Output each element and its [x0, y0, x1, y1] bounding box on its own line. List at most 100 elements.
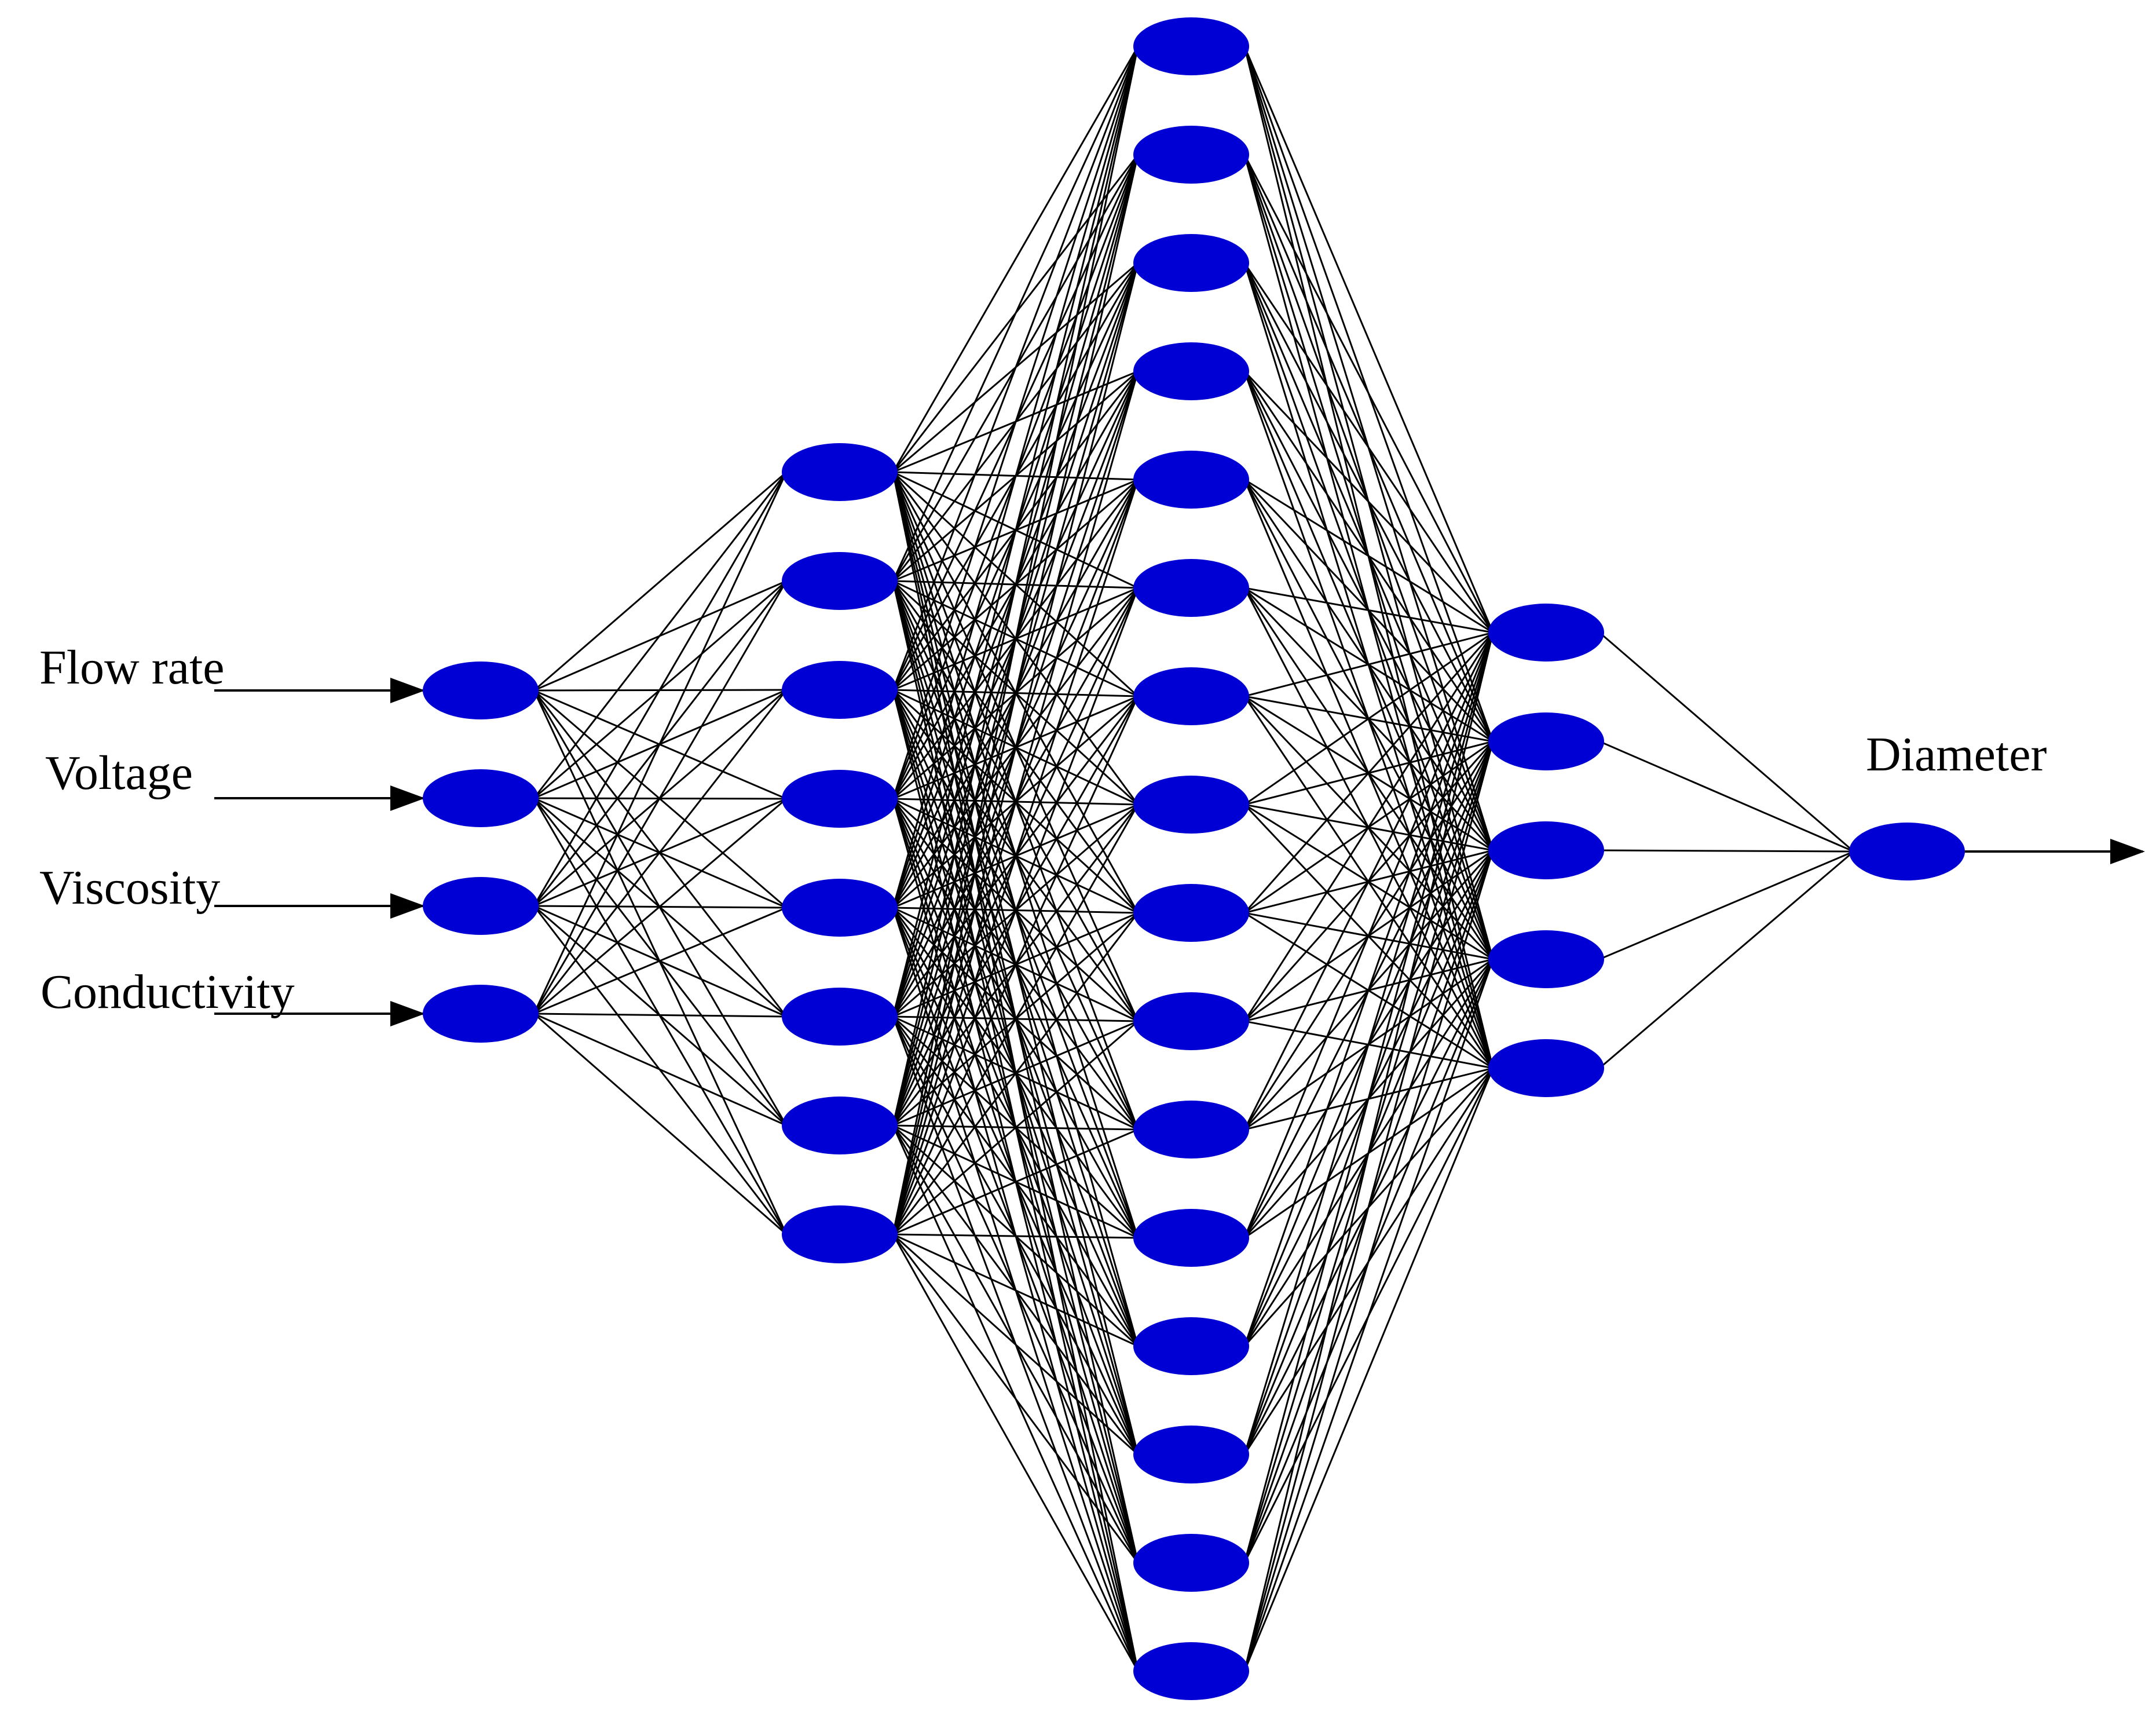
edge-l2-10-to-0 [1243, 632, 1494, 1130]
input-label-viscosity: Viscosity [39, 861, 220, 915]
edge-l0-3-to-3 [533, 798, 787, 1015]
edge-l0-0-to-0 [533, 471, 787, 692]
hidden2-node-0 [1133, 17, 1249, 75]
edge-l1-7-to-12 [892, 1233, 1139, 1347]
edge-l1-7-to-5 [892, 587, 1139, 1235]
hidden2-node-15 [1133, 1642, 1249, 1700]
io-arrows [214, 678, 2145, 1026]
edge-l2-1-to-0 [1243, 154, 1494, 633]
edge-l1-7-to-13 [892, 1233, 1139, 1456]
edge-l0-3-to-4 [533, 907, 787, 1015]
input-node-0 [423, 662, 539, 719]
edge-l1-7-to-14 [892, 1234, 1139, 1563]
edge-l1-7-to-11 [892, 1233, 1139, 1239]
edge-l1-4-to-0 [892, 46, 1139, 908]
edge-l2-5-to-0 [1244, 587, 1494, 634]
edge-l3-2-to-0 [1599, 849, 1854, 853]
hidden2-node-7 [1133, 776, 1249, 834]
edge-l0-3-to-1 [533, 580, 788, 1014]
edge-l2-6-to-0 [1244, 631, 1494, 697]
hidden2-node-13 [1133, 1426, 1249, 1483]
edge-l1-7-to-9 [892, 1020, 1139, 1236]
hidden1-node-6 [782, 1097, 898, 1154]
edge-l1-6-to-0 [892, 46, 1139, 1126]
edge-l0-2-to-0 [533, 472, 788, 907]
hidden2-node-1 [1133, 126, 1249, 184]
edge-l2-7-to-0 [1244, 631, 1494, 806]
edge-l1-2-to-0 [892, 46, 1139, 690]
hidden1-node-3 [782, 770, 898, 828]
edge-l1-3-to-0 [892, 46, 1139, 799]
edge-l1-7-to-3 [892, 371, 1139, 1235]
hidden3-node-1 [1488, 712, 1604, 770]
edge-l2-3-to-0 [1243, 370, 1494, 634]
edge-l1-7-to-6 [892, 696, 1139, 1235]
hidden3-node-3 [1488, 930, 1604, 988]
edge-l2-15-to-1 [1243, 741, 1494, 1672]
edge-l2-2-to-0 [1243, 262, 1494, 633]
hidden2-node-5 [1133, 559, 1249, 617]
hidden2-node-4 [1133, 451, 1249, 509]
edge-l1-7-to-7 [892, 804, 1139, 1235]
hidden2-node-12 [1133, 1317, 1249, 1375]
hidden2-node-11 [1133, 1209, 1249, 1267]
edge-l2-13-to-0 [1243, 632, 1494, 1455]
neuron-nodes [423, 17, 1965, 1700]
edge-l2-15-to-0 [1243, 632, 1494, 1672]
hidden2-node-6 [1133, 667, 1249, 725]
hidden2-node-3 [1133, 342, 1249, 400]
edge-l2-15-to-3 [1243, 959, 1494, 1672]
hidden1-node-5 [782, 988, 898, 1046]
edge-l0-1-to-0 [533, 472, 788, 799]
input-label-voltage: Voltage [45, 746, 193, 800]
edge-l2-0-to-0 [1243, 46, 1494, 633]
edge-l1-7-to-4 [892, 479, 1139, 1235]
hidden2-node-8 [1133, 884, 1249, 942]
edge-l0-3-to-5 [533, 1013, 787, 1018]
edge-l3-0-to-0 [1599, 631, 1854, 853]
hidden2-node-10 [1133, 1101, 1249, 1158]
edge-l1-7-to-2 [892, 262, 1139, 1235]
edge-l1-7-to-8 [892, 912, 1139, 1235]
edge-l1-7-to-10 [892, 1128, 1139, 1236]
input-node-3 [423, 985, 539, 1043]
edge-l2-12-to-0 [1243, 632, 1494, 1347]
hidden2-node-2 [1133, 234, 1249, 292]
hidden3-node-4 [1488, 1039, 1604, 1097]
hidden1-node-7 [782, 1205, 898, 1263]
hidden1-node-2 [782, 661, 898, 719]
edge-l1-7-to-0 [892, 46, 1139, 1235]
input-node-1 [423, 769, 539, 827]
edge-l3-3-to-0 [1599, 850, 1854, 960]
hidden1-node-4 [782, 879, 898, 937]
input-node-2 [423, 877, 539, 935]
hidden1-node-0 [782, 443, 898, 501]
connection-lines [533, 46, 1854, 1672]
edge-l2-9-to-0 [1243, 632, 1494, 1022]
edge-l2-4-to-0 [1244, 478, 1494, 634]
edge-l3-1-to-0 [1599, 740, 1854, 853]
hidden1-node-1 [782, 552, 898, 610]
edge-l0-3-to-0 [533, 472, 788, 1014]
edge-l1-7-to-1 [892, 154, 1139, 1235]
hidden3-node-0 [1488, 604, 1604, 662]
hidden3-node-2 [1488, 821, 1604, 879]
edge-l0-3-to-7 [533, 1013, 787, 1236]
output-label-diameter: Diameter [1866, 728, 2047, 781]
edge-l3-4-to-0 [1599, 850, 1854, 1069]
edge-l1-7-to-15 [892, 1234, 1139, 1672]
edge-l1-1-to-0 [892, 46, 1139, 582]
edge-l2-8-to-0 [1243, 632, 1494, 913]
edge-l2-11-to-0 [1243, 632, 1494, 1238]
hidden2-node-9 [1133, 992, 1249, 1050]
hidden2-node-14 [1133, 1534, 1249, 1592]
input-label-flow-rate: Flow rate [39, 641, 225, 695]
edge-l2-15-to-2 [1243, 850, 1494, 1672]
edge-l1-5-to-0 [892, 46, 1139, 1017]
edge-l1-0-to-0 [892, 46, 1139, 473]
edge-l0-3-to-6 [533, 1013, 787, 1127]
edge-l2-15-to-4 [1243, 1068, 1494, 1672]
input-label-conductivity: Conductivity [41, 965, 295, 1019]
edge-l2-14-to-0 [1243, 632, 1494, 1563]
